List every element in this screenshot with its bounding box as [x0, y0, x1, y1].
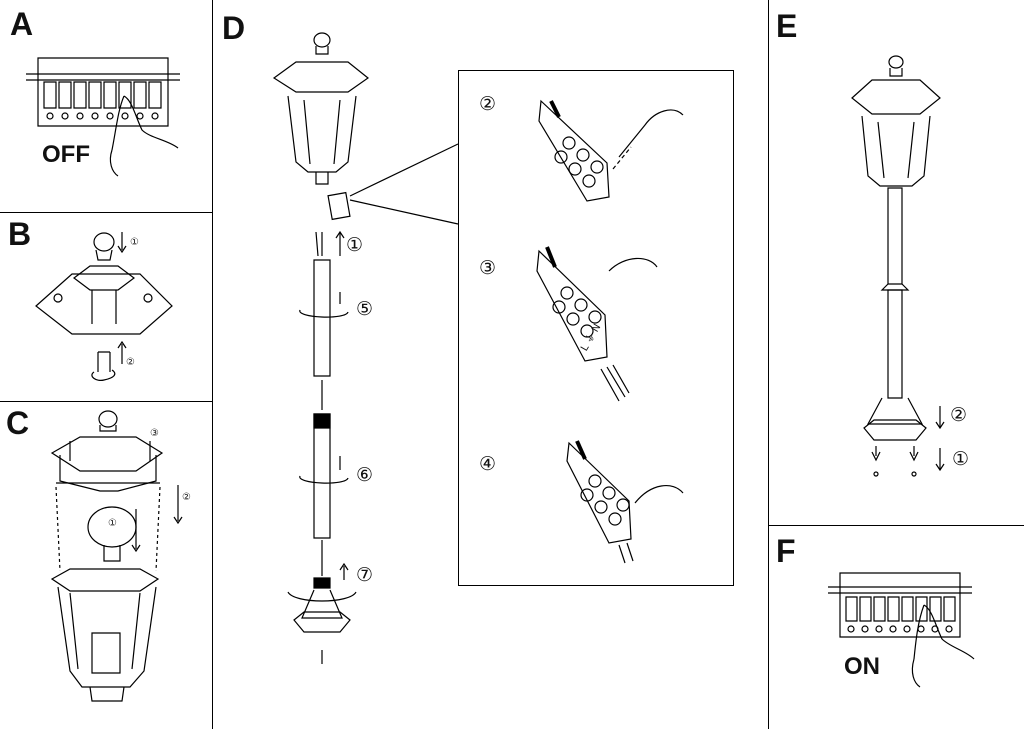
circuit-breaker-on-illustration	[768, 525, 1024, 729]
step-b-number-1: ①	[130, 237, 139, 248]
panel-e: E ② ①	[768, 0, 1024, 525]
divider-ef	[768, 525, 1024, 526]
panel-d: D	[212, 0, 768, 729]
step-c-number-2: ②	[182, 492, 191, 503]
inset-number-3: ③	[479, 257, 497, 279]
divider-bc	[0, 401, 212, 402]
step-letter-f: F	[776, 533, 796, 569]
step-e-number-2: ②	[950, 404, 968, 426]
divider-ab	[0, 212, 212, 213]
divider-right	[768, 0, 769, 729]
inset-number-2: ②	[479, 93, 497, 115]
circuit-breaker-off-illustration	[0, 0, 212, 212]
panel-f: F ON	[768, 525, 1024, 729]
panel-c: C ① ② ③	[0, 401, 212, 729]
step-letter-b: B	[8, 216, 32, 252]
step-letter-e: E	[776, 8, 798, 44]
divider-left	[212, 0, 213, 729]
step-d-number-1: ①	[346, 234, 364, 256]
off-label: OFF	[42, 141, 90, 168]
step-d-number-5: ⑤	[356, 298, 374, 320]
step-letter-d: D	[222, 10, 246, 46]
step-d-number-7: ⑦	[356, 564, 374, 586]
step-c-number-3: ③	[150, 428, 159, 439]
assembled-lamp-illustration	[768, 0, 1024, 525]
step-e-number-1: ①	[952, 448, 970, 470]
on-label: ON	[844, 653, 880, 680]
terminal-wiring-illustrations	[459, 71, 735, 587]
pole-assembly-illustration	[212, 0, 768, 729]
inset-number-4: ④	[479, 453, 497, 475]
bulb-install-illustration	[0, 401, 212, 729]
step-b-number-2: ②	[126, 357, 135, 368]
panel-a: A OFF	[0, 0, 212, 212]
step-letter-a: A	[10, 6, 34, 42]
step-d-number-6: ⑥	[356, 464, 374, 486]
wiring-detail-inset: ② ③ ④ L ⏚ N	[458, 70, 734, 586]
lamp-cap-removal-illustration	[0, 212, 212, 401]
panel-b: B ① ②	[0, 212, 212, 401]
step-c-number-1: ①	[108, 518, 117, 529]
step-letter-c: C	[6, 405, 30, 441]
